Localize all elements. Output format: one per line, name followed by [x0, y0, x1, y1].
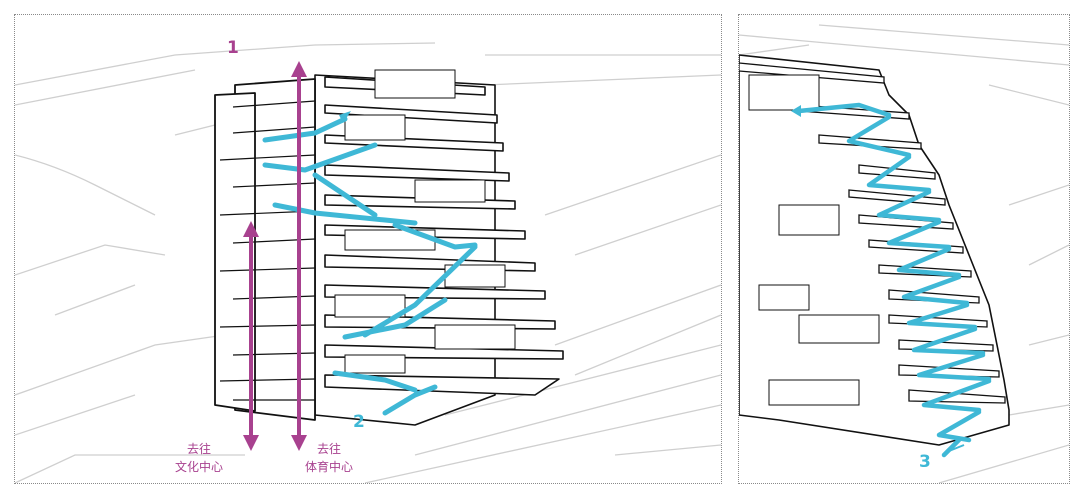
right-diagram-panel: 3 [738, 14, 1070, 484]
zigzag-arrowhead [791, 105, 801, 117]
sports-caption-line2: 体育中心 [305, 459, 353, 474]
vertical-arrow-to-sports-center [291, 61, 307, 451]
right-axonometric-drawing: 3 [739, 24, 1069, 483]
marker-3-leader [948, 444, 965, 452]
sports-caption-line1: 去往 [317, 441, 341, 456]
marker-3-label: 3 [919, 452, 931, 472]
marker-1-label: 1 [227, 38, 239, 58]
marker-2-label: 2 [353, 412, 365, 432]
ground-context-lines-right [739, 24, 1069, 483]
ramp-circulation-route [262, 116, 478, 416]
culture-caption-line1: 去往 [187, 441, 211, 456]
zigzag-ramp-route [796, 102, 992, 458]
left-axonometric-drawing: 1 2 去往 文化中心 去往 体育中心 [15, 38, 721, 483]
culture-caption-line2: 文化中心 [175, 459, 223, 474]
core-tower [214, 78, 316, 421]
interior-volumes [334, 69, 516, 374]
terrace-interior-volumes [748, 74, 880, 406]
left-diagram-panel: 1 2 去往 文化中心 去往 体育中心 [14, 14, 722, 484]
ground-context-lines [15, 42, 721, 483]
vertical-arrow-to-culture-center [243, 221, 259, 451]
ramp-arrowheads [339, 111, 351, 123]
